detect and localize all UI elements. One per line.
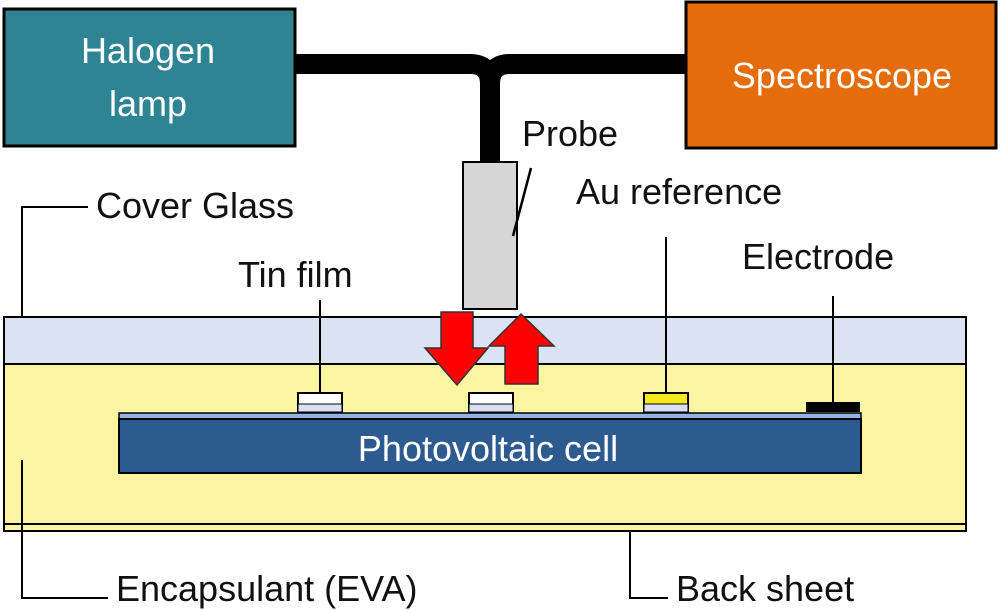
halogen-lamp-label-line1: Halogen (81, 30, 215, 71)
back-sheet-label: Back sheet (676, 568, 854, 609)
cover-glass-layer (3, 316, 967, 365)
probe-body (462, 161, 518, 310)
encapsulant-leader-line (21, 460, 108, 599)
probe-leader-line (511, 167, 533, 237)
cover-glass-label: Cover Glass (96, 185, 294, 226)
back-sheet-layer (3, 523, 967, 532)
photovoltaic-cell-label: Photovoltaic cell (358, 428, 618, 469)
spectroscope-label: Spectroscope (732, 55, 952, 96)
lamp-cable (295, 54, 500, 162)
cover-glass-leader-line (21, 206, 88, 317)
halogen-lamp-box (2, 7, 297, 148)
electrode-label: Electrode (742, 236, 894, 277)
cable-joint (480, 140, 500, 165)
reflected-light-arrow-icon (487, 312, 556, 385)
spectroscope-box (684, 0, 998, 150)
tin-film-pad-1-base (297, 403, 343, 413)
tin-film-label: Tin film (238, 254, 353, 295)
tin-film-pad-2-base (468, 403, 514, 413)
back-sheet-leader-line (629, 532, 668, 599)
photovoltaic-cell (118, 418, 862, 474)
probe-label: Probe (522, 113, 618, 154)
halogen-lamp-label-line2: lamp (109, 83, 187, 124)
spectroscope-cable (480, 54, 686, 85)
au-reference-pad-base (643, 403, 689, 413)
incident-light-arrow-icon (423, 311, 490, 387)
encapsulant-label: Encapsulant (EVA) (116, 568, 417, 609)
au-reference-label: Au reference (576, 171, 782, 212)
electrode-bar (806, 402, 860, 412)
